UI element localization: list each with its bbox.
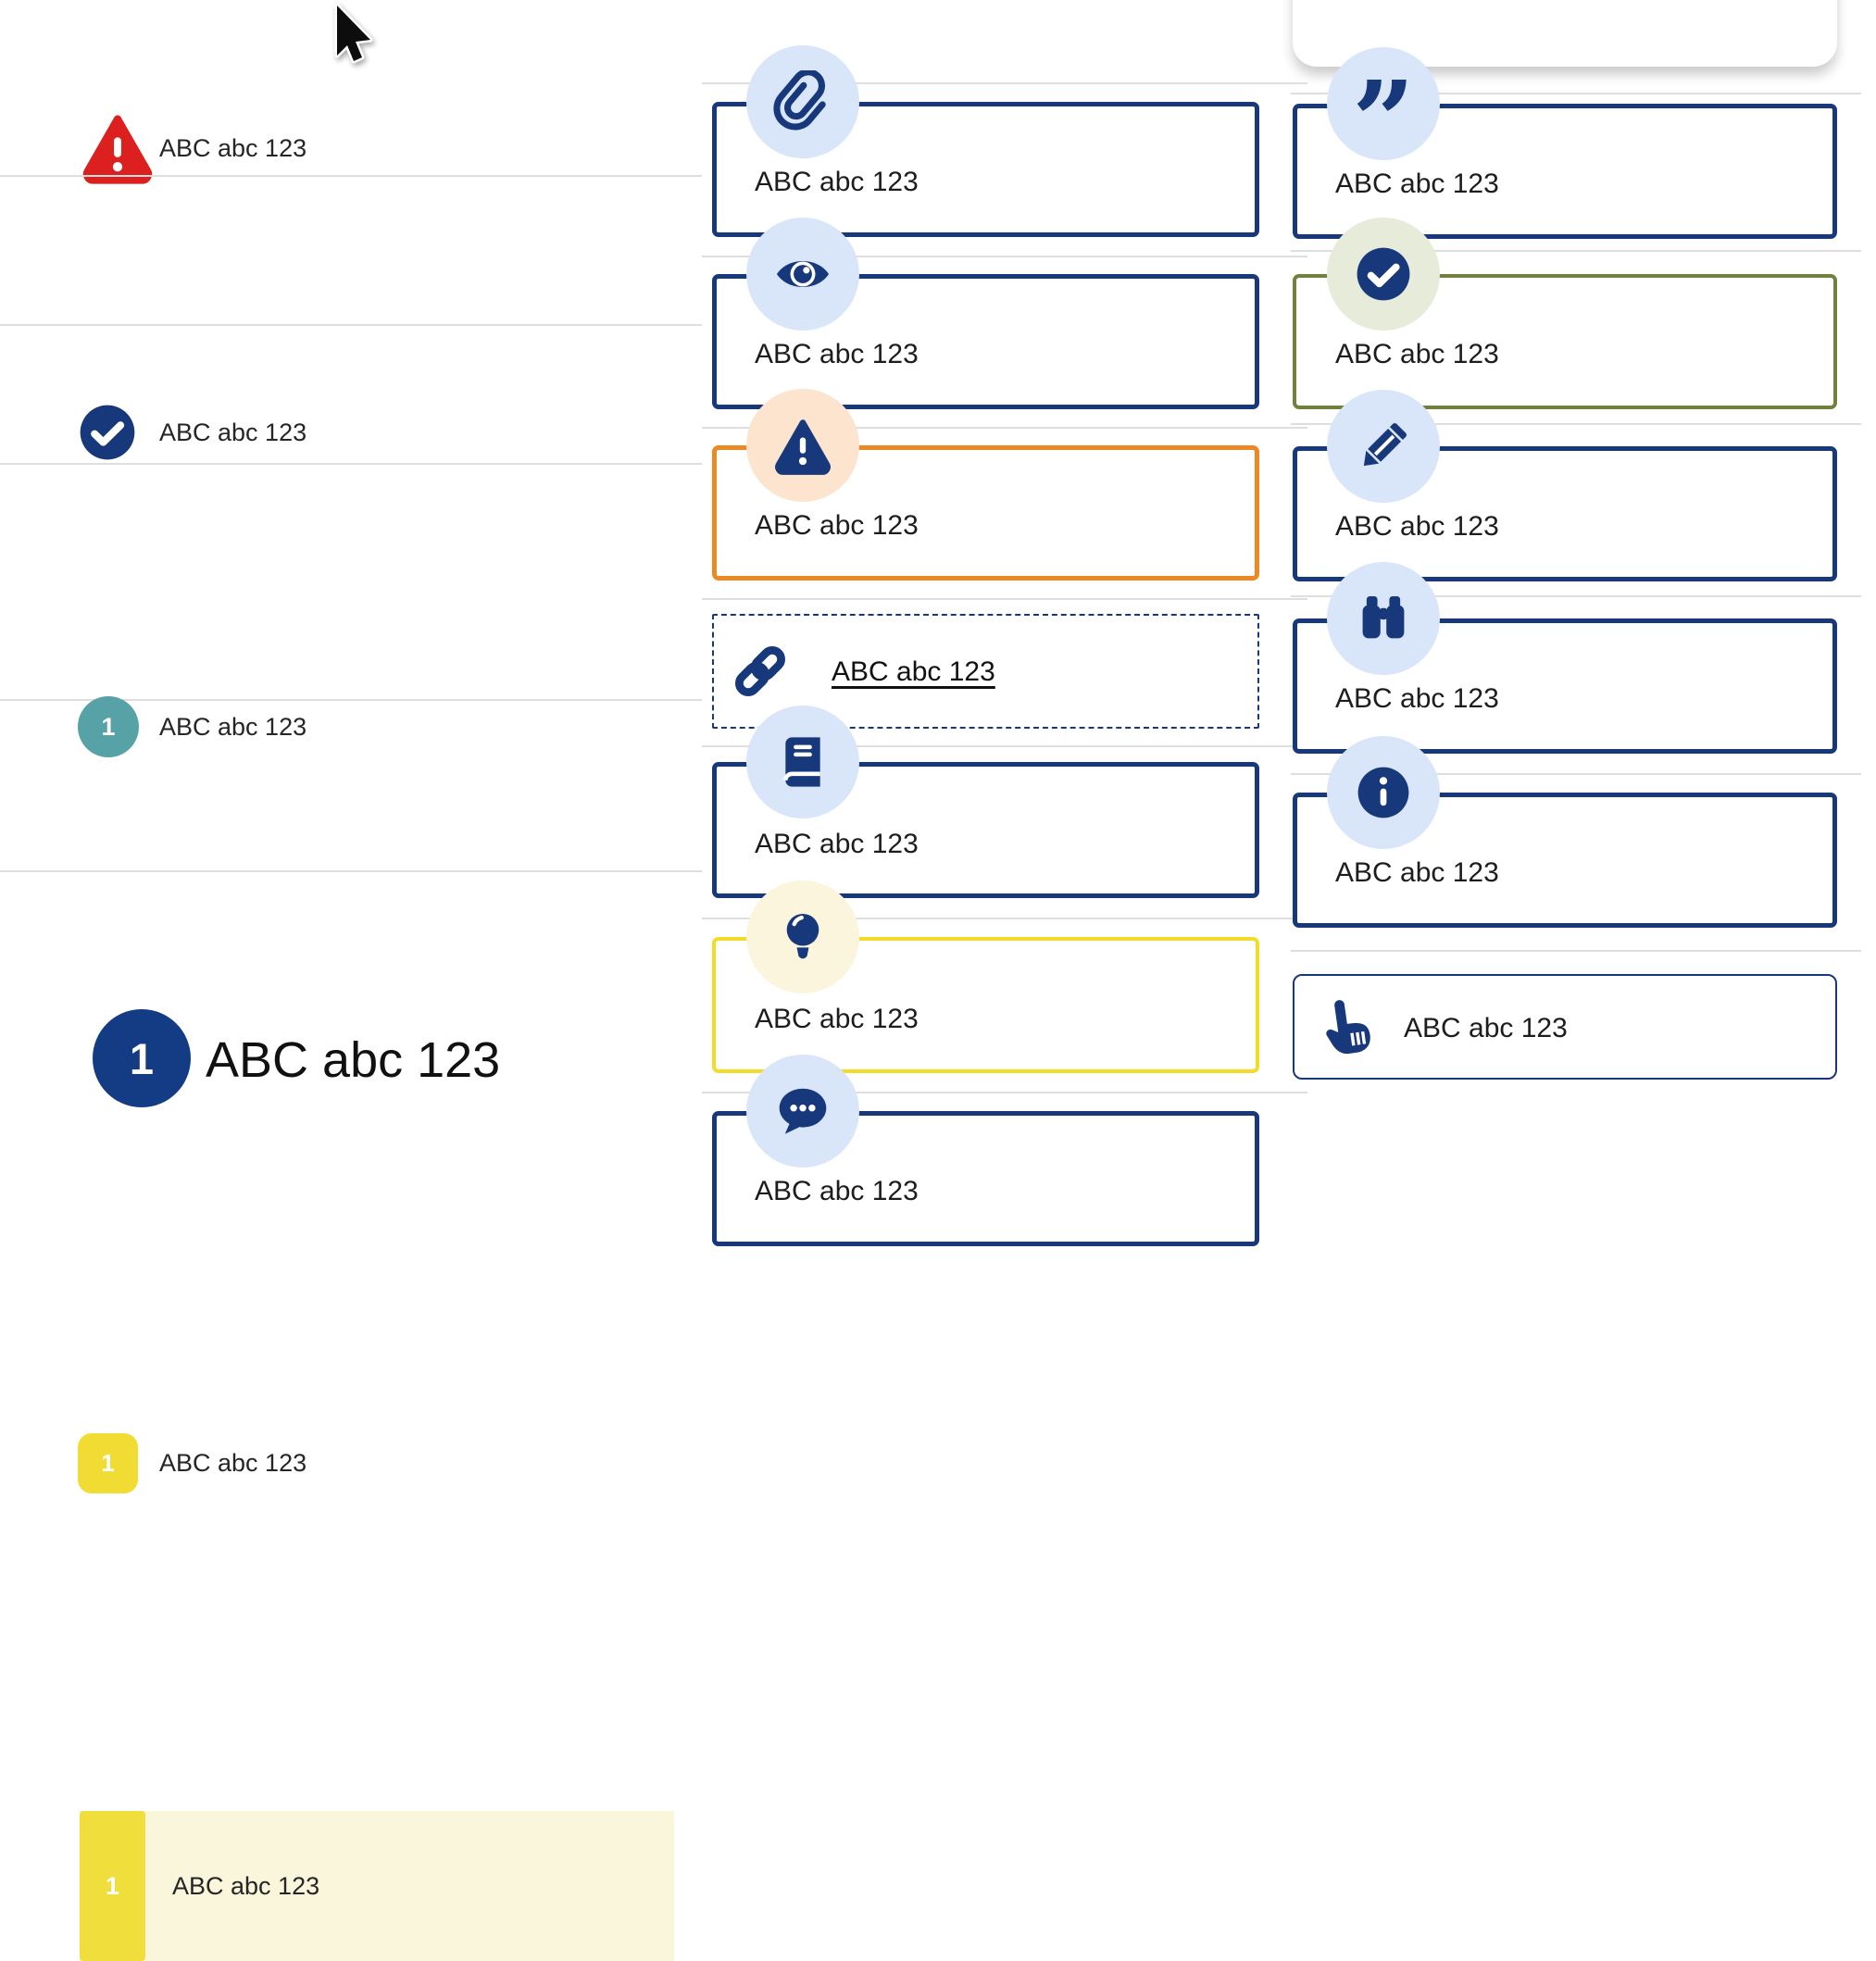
callout-label: ABC abc 123 <box>1335 683 1499 714</box>
list-item-large-badge[interactable]: 1 ABC abc 123 <box>0 481 702 1107</box>
warning-icon <box>746 389 859 502</box>
badge-number: 1 <box>129 1033 155 1083</box>
list-item-label: ABC abc 123 <box>206 1032 501 1088</box>
callout-discussion <box>712 1111 1259 1246</box>
divider <box>1291 93 1861 94</box>
paperclip-icon <box>746 45 859 158</box>
badge-number: 1 <box>105 1871 120 1900</box>
list-item-label: ABC abc 123 <box>159 418 307 446</box>
list-item-check[interactable]: ABC abc 123 <box>0 185 702 460</box>
divider <box>1291 423 1861 425</box>
callout-label: ABC abc 123 <box>1335 339 1499 369</box>
callout-label: ABC abc 123 <box>755 167 919 197</box>
divider <box>0 324 702 326</box>
divider <box>0 463 702 465</box>
yellow-number-badge: 1 <box>80 1811 145 1961</box>
yellow-number-badge: 1 <box>78 1433 138 1493</box>
divider <box>702 256 1307 257</box>
check-circle-icon <box>80 405 135 460</box>
callout-link-text[interactable]: ABC abc 123 <box>832 656 995 687</box>
badge-number: 1 <box>101 1449 115 1477</box>
callout-label: ABC abc 123 <box>755 829 919 859</box>
list-item-label: ABC abc 123 <box>159 713 307 741</box>
callout-label: ABC abc 123 <box>1335 169 1499 199</box>
callout-label: ABC abc 123 <box>755 510 919 541</box>
callout-label: ABC abc 123 <box>755 339 919 369</box>
hand-pointer-icon <box>1326 1000 1370 1055</box>
callout-edit <box>1293 446 1837 581</box>
check-circle-icon <box>1327 218 1440 331</box>
binoculars-icon <box>1327 562 1440 675</box>
divider <box>1291 950 1861 952</box>
lightbulb-icon <box>746 881 859 993</box>
list-item-warning[interactable]: ABC abc 123 <box>0 46 702 184</box>
navy-number-badge-large: 1 <box>93 1009 191 1107</box>
divider <box>702 745 1307 747</box>
quote-icon: ” <box>1327 47 1440 176</box>
divider <box>0 699 702 701</box>
list-item-label: ABC abc 123 <box>172 1872 320 1900</box>
callout-label: ABC abc 123 <box>1335 511 1499 542</box>
mouse-cursor <box>334 3 373 64</box>
teal-number-badge: 1 <box>78 696 139 757</box>
link-icon <box>735 646 785 696</box>
book-icon <box>746 706 859 818</box>
divider <box>702 918 1307 919</box>
info-icon <box>1327 736 1440 849</box>
callout-label: ABC abc 123 <box>1335 857 1499 888</box>
divider <box>702 427 1307 429</box>
list-item-label: ABC abc 123 <box>159 1449 307 1477</box>
highlight-background <box>80 1811 674 1961</box>
callout-label: ABC abc 123 <box>755 1004 919 1034</box>
divider <box>702 598 1307 600</box>
pencil-icon <box>1327 390 1440 503</box>
divider <box>0 870 702 872</box>
list-item-label: ABC abc 123 <box>159 134 307 162</box>
divider <box>702 1092 1307 1093</box>
divider <box>1291 773 1861 775</box>
callout-label: ABC abc 123 <box>755 1176 919 1206</box>
divider <box>1291 595 1861 597</box>
chat-icon <box>746 1055 859 1168</box>
divider <box>1291 250 1861 252</box>
list-item-teal-badge[interactable]: 1 ABC abc 123 <box>0 333 702 757</box>
divider <box>0 175 702 177</box>
badge-number: 1 <box>101 712 116 741</box>
divider <box>702 82 1307 84</box>
callout-action-box[interactable] <box>1293 974 1837 1080</box>
eye-icon <box>746 218 859 331</box>
callout-action-label[interactable]: ABC abc 123 <box>1404 1013 1568 1043</box>
warning-triangle-icon <box>82 115 153 184</box>
